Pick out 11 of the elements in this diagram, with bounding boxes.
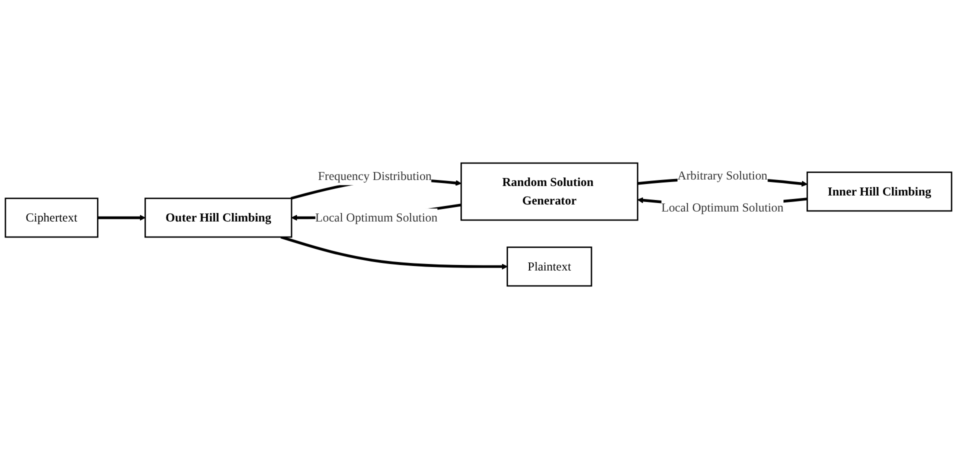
node-box: Outer Hill Climbing (144, 198, 292, 238)
edge-label: Arbitrary Solution (678, 168, 768, 182)
node-box: Random Solution Generator (460, 162, 638, 221)
edge-label: Frequency Distribution (318, 168, 432, 182)
node-box: Plaintext (506, 246, 592, 287)
arrow (98, 214, 146, 221)
edge-label: Local Optimum Solution (661, 200, 784, 214)
edge-label: Local Optimum Solution (315, 210, 438, 224)
node-box: Inner Hill Climbing (806, 172, 952, 212)
node-box: Ciphertext (4, 198, 98, 238)
arrow (280, 236, 508, 270)
